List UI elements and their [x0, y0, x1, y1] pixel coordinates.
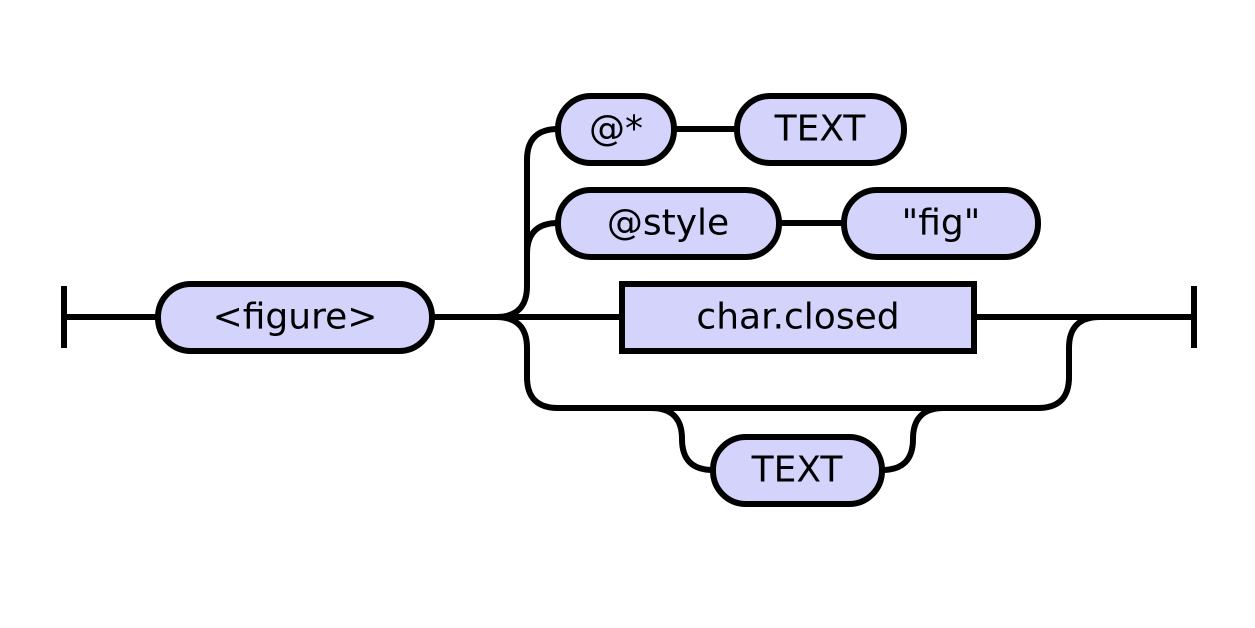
attr-any-value-node-box	[734, 93, 907, 166]
attr-style-value-label: "fig"	[902, 203, 981, 244]
attr-style-value-node[interactable]: "fig"	[841, 187, 1041, 260]
attr-style-node[interactable]: @style	[555, 187, 782, 260]
attr-style-label: @style	[607, 203, 729, 244]
figure-tag-label: <figure>	[213, 297, 378, 338]
attr-any-node-box	[555, 93, 677, 166]
char-closed-node-box	[619, 281, 977, 354]
attr-style-node-box	[555, 187, 782, 260]
figure-tag-node[interactable]: <figure>	[155, 281, 435, 354]
char-closed-node[interactable]: char.closed	[619, 281, 977, 354]
attr-any-node[interactable]: @*	[555, 93, 677, 166]
attr-any-value-node[interactable]: TEXT	[734, 93, 907, 166]
loop-text-node[interactable]: TEXT	[710, 434, 885, 507]
char-closed-label: char.closed	[696, 297, 899, 338]
loop-text-label: TEXT	[751, 450, 844, 491]
connector-tracks	[64, 126, 1194, 473]
attr-any-label: @*	[589, 109, 643, 150]
attr-style-value-node-box	[841, 187, 1041, 260]
figure-tag-node-box	[155, 281, 435, 354]
attr-any-value-label: TEXT	[774, 109, 867, 150]
loop-text-node-box	[710, 434, 885, 507]
